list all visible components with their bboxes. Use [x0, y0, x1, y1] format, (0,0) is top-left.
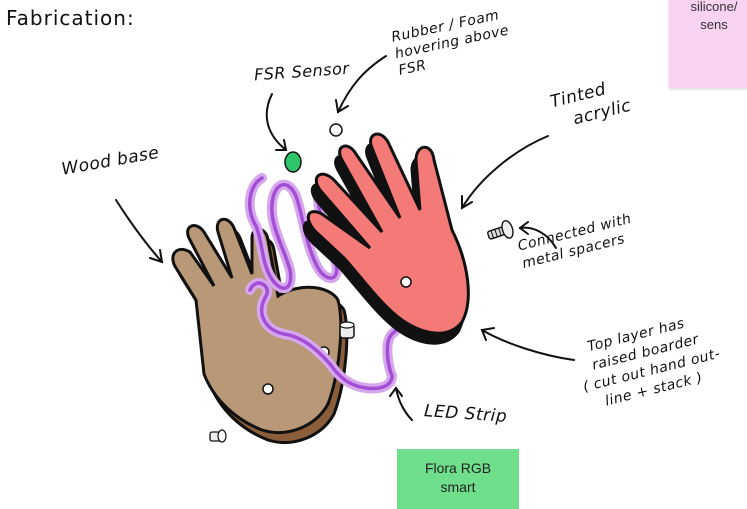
arrowhead: [389, 386, 403, 397]
arrow-fsr: [265, 93, 287, 151]
acrylic-hand-top: [306, 132, 470, 335]
arrowhead: [275, 139, 288, 151]
screw-icon: [487, 220, 514, 240]
arrowhead: [149, 249, 164, 264]
spacer-icon: [209, 429, 227, 443]
sticky-note-pink[interactable]: silicone/ sens: [669, 0, 747, 88]
arrow-top-layer: [481, 329, 575, 361]
annotation-arrows: [115, 55, 575, 421]
wood-hole: [262, 383, 274, 395]
sticky-note-line: silicone/: [690, 0, 738, 14]
acrylic-hole: [400, 276, 412, 288]
sticky-note-line: Flora RGB: [424, 460, 492, 476]
wood-hand-top: [171, 217, 343, 434]
arrow-led: [395, 387, 413, 421]
arrowhead: [518, 221, 529, 235]
sticky-note-green[interactable]: Flora RGB smart: [397, 449, 519, 509]
arrowhead: [335, 99, 349, 114]
fsr-sensor: [284, 151, 302, 173]
sticky-note-line: smart: [440, 479, 476, 495]
wood-base-hand: [171, 217, 349, 444]
arrow-rubber: [337, 55, 387, 113]
page-title: Fabrication:: [6, 6, 135, 30]
acrylic-hand: [302, 123, 470, 345]
arrow-connected: [519, 226, 557, 249]
arrow-wood-base: [115, 199, 163, 263]
metal-spacer: [339, 321, 355, 339]
acrylic-hole: [329, 123, 343, 137]
arrowhead: [480, 327, 495, 341]
sticky-note-line: sens: [700, 17, 728, 32]
fabrication-diagram: [115, 55, 575, 444]
arrowhead: [461, 195, 473, 210]
arrow-tinted: [461, 135, 549, 209]
